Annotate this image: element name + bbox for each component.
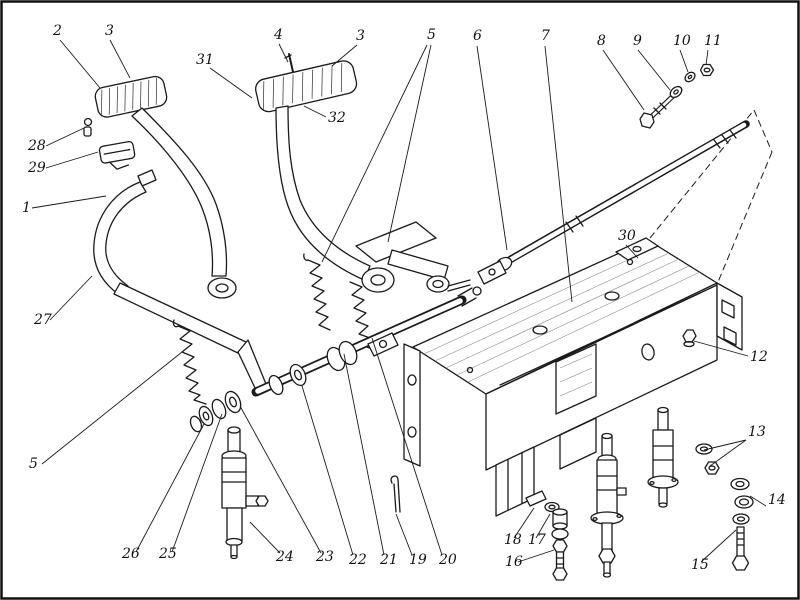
part-number-12: 12 <box>750 349 768 365</box>
leader-line <box>49 275 93 321</box>
washer-stack <box>189 390 242 433</box>
part-number-9: 9 <box>633 33 642 49</box>
leader-line <box>513 507 535 539</box>
leader-line <box>109 39 131 79</box>
part-number-23: 23 <box>315 549 334 565</box>
part-number-16: 16 <box>505 554 523 570</box>
part-number-17: 17 <box>528 532 546 548</box>
leader-line <box>249 521 281 554</box>
part-number-14: 14 <box>768 492 786 508</box>
part-number-24: 24 <box>275 549 294 565</box>
part-number-30: 30 <box>618 228 636 244</box>
pull-rod <box>477 120 750 285</box>
leader-line <box>602 49 645 111</box>
leader-line <box>45 127 85 147</box>
leader-line <box>59 39 101 89</box>
mounting-bolt <box>731 526 750 571</box>
leader-line <box>41 351 183 465</box>
leader-line <box>321 44 428 263</box>
leader-line <box>625 244 639 259</box>
leader-line <box>343 353 385 556</box>
part-number-15: 15 <box>691 557 709 573</box>
leader-line <box>709 439 747 467</box>
pedal-pad-pin <box>284 53 294 73</box>
clutch-pedal-arm <box>131 107 237 299</box>
leader-line <box>476 45 508 251</box>
leader-line <box>387 44 432 243</box>
mounting-bracket <box>403 109 773 517</box>
part-number-3: 3 <box>356 28 365 44</box>
brake-pedal-pad <box>254 60 358 113</box>
valve-cylinder-left <box>590 432 627 578</box>
leader-line <box>679 49 689 73</box>
washer-nut-set <box>695 443 720 475</box>
part-number-11: 11 <box>704 33 722 49</box>
leader-line <box>703 439 747 451</box>
leader-line <box>705 49 709 66</box>
part-number-18: 18 <box>504 532 522 548</box>
leader-line <box>749 495 767 507</box>
leader-line <box>637 49 671 91</box>
pivot-cross-plates <box>355 221 471 293</box>
leader-line <box>517 549 555 563</box>
part-number-26: 26 <box>121 546 140 562</box>
part-number-1: 1 <box>22 200 31 216</box>
part-number-21: 21 <box>379 552 398 568</box>
pad-retainer-pin <box>83 117 93 137</box>
part-number-29: 29 <box>27 160 46 176</box>
part-number-8: 8 <box>597 33 606 49</box>
leader-line <box>301 385 354 556</box>
part-number-25: 25 <box>158 546 177 562</box>
part-number-5: 5 <box>29 456 38 472</box>
cotter-pin <box>390 475 401 513</box>
part-number-2: 2 <box>52 23 62 39</box>
release-lever <box>93 169 267 391</box>
part-number-10: 10 <box>673 33 691 49</box>
leader-line <box>135 423 205 553</box>
part-number-6: 6 <box>473 28 482 44</box>
leader-line <box>700 529 737 563</box>
leader-line <box>303 105 327 118</box>
leader-line <box>544 45 573 303</box>
brake-pedal-arm <box>275 105 395 293</box>
leader-line <box>171 413 223 553</box>
push-rod-assembly <box>251 286 482 397</box>
leader-line <box>209 67 253 99</box>
part-number-4: 4 <box>273 27 283 43</box>
master-cylinder <box>221 426 269 560</box>
leader-line <box>371 337 443 556</box>
leader-line <box>239 405 322 554</box>
return-spring-center <box>303 253 331 331</box>
leader-line <box>331 44 358 67</box>
part-number-22: 22 <box>348 552 367 568</box>
grommet-set <box>730 477 754 525</box>
valve-cylinder-right <box>647 406 679 508</box>
part-number-7: 7 <box>541 28 550 44</box>
leader-line <box>31 195 107 209</box>
part-number-5: 5 <box>427 27 436 43</box>
leader-line <box>278 43 289 63</box>
pad-clip <box>98 140 136 170</box>
spacer-bolt-set <box>525 490 569 581</box>
part-number-3: 3 <box>105 23 114 39</box>
part-number-19: 19 <box>409 552 427 568</box>
clutch-pedal-pad <box>94 75 168 118</box>
leader-line <box>535 513 551 539</box>
part-number-20: 20 <box>438 552 457 568</box>
rod-fasteners <box>639 63 715 129</box>
part-number-27: 27 <box>33 312 52 328</box>
part-number-31: 31 <box>196 52 214 68</box>
part-number-32: 32 <box>328 110 346 126</box>
leader-line <box>395 513 413 556</box>
leader-line <box>45 151 99 169</box>
part-number-13: 13 <box>748 424 766 440</box>
leader-line <box>693 340 749 357</box>
return-spring-left <box>172 319 207 405</box>
part-number-28: 28 <box>27 138 46 154</box>
